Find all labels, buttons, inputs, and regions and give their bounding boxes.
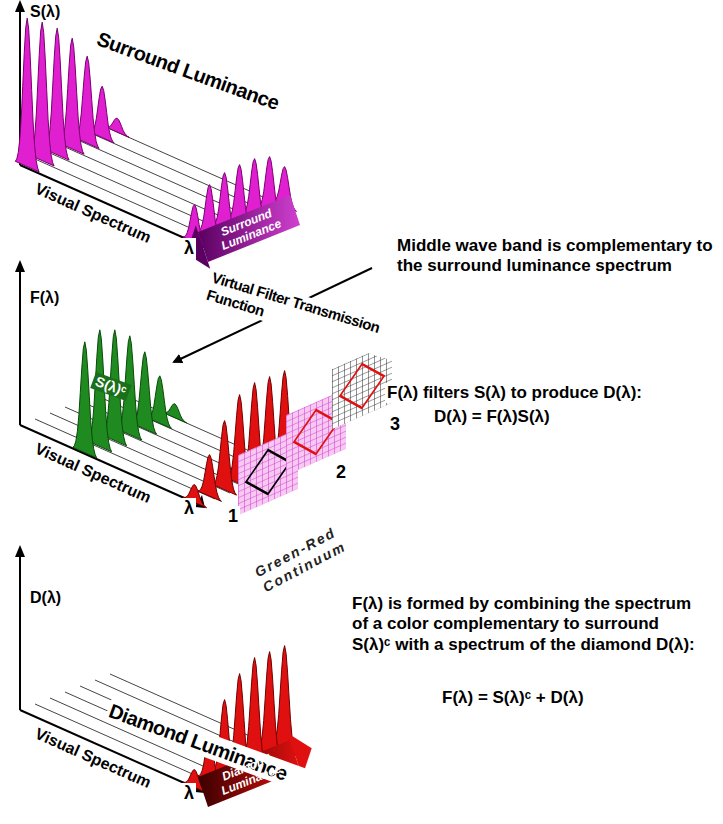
axis-symbol: λ (182, 498, 196, 520)
annotation: F(λ) is formed by combining the spectrum… (350, 594, 704, 655)
spectral-peak (15, 18, 39, 172)
amplitude-axis (19, 553, 21, 710)
luminance-band (198, 195, 300, 262)
spectral-peak (73, 342, 97, 458)
spectral-peak (198, 455, 222, 502)
axis-label: F(λ) (28, 288, 61, 307)
amplitude-axis (19, 268, 21, 425)
callout-number: 2 (334, 462, 348, 484)
spectral-peak (213, 421, 237, 496)
panel-title: Surround Luminance (92, 26, 320, 129)
equation: F(λ) = S(λ)ᶜ + D(λ) (440, 688, 586, 708)
axis-symbol: λ (182, 783, 196, 805)
callout-number: 3 (388, 414, 402, 436)
axis-label: D(λ) (28, 588, 63, 607)
annotation: Middle wave band is complementary to the… (395, 236, 719, 277)
annotation: F(λ) filters S(λ) to produce D(λ): (385, 383, 719, 403)
axis-label: S(λ) (28, 2, 62, 21)
axis-symbol: λ (182, 238, 196, 260)
axis-arrowhead (15, 545, 25, 557)
axis-label: Green-Red Continuum (252, 517, 360, 596)
callout-number: 1 (226, 506, 240, 528)
spectrum-axis (20, 165, 200, 245)
axis-arrowhead (15, 260, 25, 272)
axis-arrowhead (15, 0, 25, 12)
panel-title: Virtual Filter Transmission Function (202, 268, 427, 368)
equation: D(λ) = F(λ)S(λ) (432, 407, 552, 427)
